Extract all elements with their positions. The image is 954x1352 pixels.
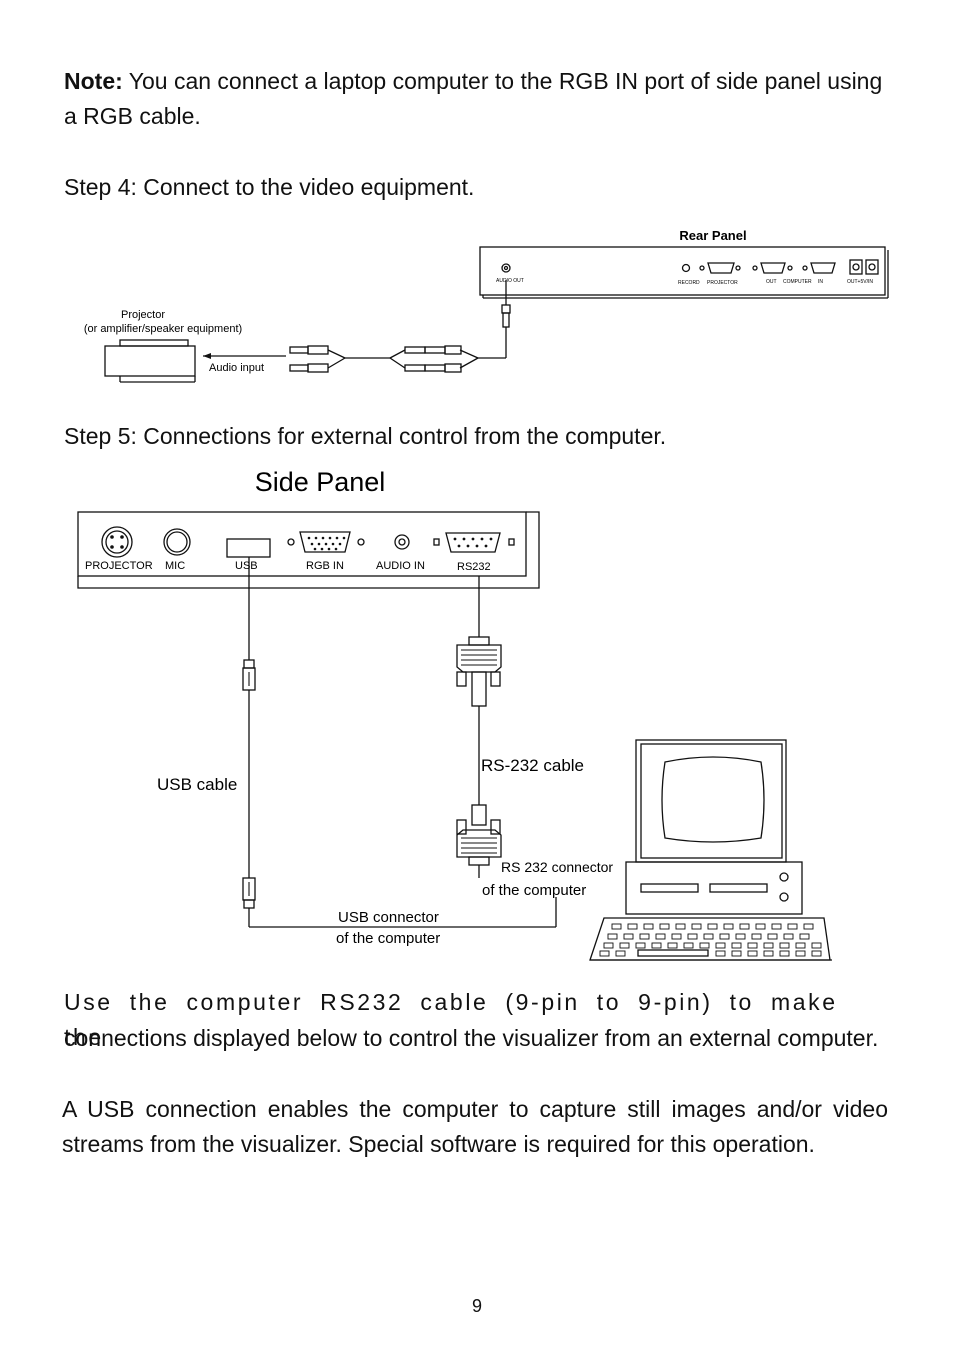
port-mic-label: MIC <box>165 560 185 572</box>
step4-heading: Step 4: Connect to the video equipment. <box>64 174 475 200</box>
port-projector-label: PROJECTOR <box>85 560 153 572</box>
port-out-label: OUT <box>766 279 777 285</box>
port-audio-in-label: AUDIO IN <box>376 560 425 572</box>
port-usb-label: USB <box>235 560 258 572</box>
projector-sublabel: (or amplifier/speaker equipment) <box>84 323 242 335</box>
page-number: 9 <box>471 1296 482 1316</box>
rear-panel-title: Rear Panel <box>679 228 746 243</box>
port-rgb-in-label: RGB IN <box>306 560 344 572</box>
port-rs232-label: RS232 <box>457 561 491 573</box>
usb-cable-label: USB cable <box>157 775 237 794</box>
port-projector-label: PROJECTOR <box>707 280 738 286</box>
body-paragraph-1-line-1: Use the computer RS232 cable (9-pin to 9… <box>64 989 838 1050</box>
side-panel-diagram: Side Panel <box>77 467 832 961</box>
rear-panel-diagram: Rear Panel Projector (or amplifier/speak… <box>84 228 889 383</box>
note-paragraph: Note: You can connect a laptop computer … <box>64 64 888 134</box>
port-in-label: IN <box>818 279 823 285</box>
port-record-label: RECORD <box>678 280 700 286</box>
body-paragraph-2: A USB connection enables the computer to… <box>62 1096 888 1157</box>
rs232-connector-label: RS 232 connector <box>501 859 613 875</box>
projector-label: Projector <box>121 309 165 321</box>
note-text: You can connect a laptop computer to the… <box>64 68 883 129</box>
rs232-cable-label: RS-232 cable <box>481 756 584 775</box>
port-power-label: OUT+5V/IN <box>847 279 873 285</box>
port-audio-out-label: AUDIO OUT <box>496 278 524 284</box>
side-panel-title: Side Panel <box>255 467 386 497</box>
usb-connector-label: USB connector <box>338 909 439 926</box>
step5-heading: Step 5: Connections for external control… <box>64 423 667 449</box>
note-label: Note: <box>64 68 123 94</box>
usb-connector-sublabel: of the computer <box>336 930 440 947</box>
body-paragraph-1: connections displayed below to control t… <box>64 1025 879 1051</box>
audio-input-label: Audio input <box>209 362 264 374</box>
port-computer-label: COMPUTER <box>783 279 812 285</box>
rs232-connector-sublabel: of the computer <box>482 882 586 899</box>
